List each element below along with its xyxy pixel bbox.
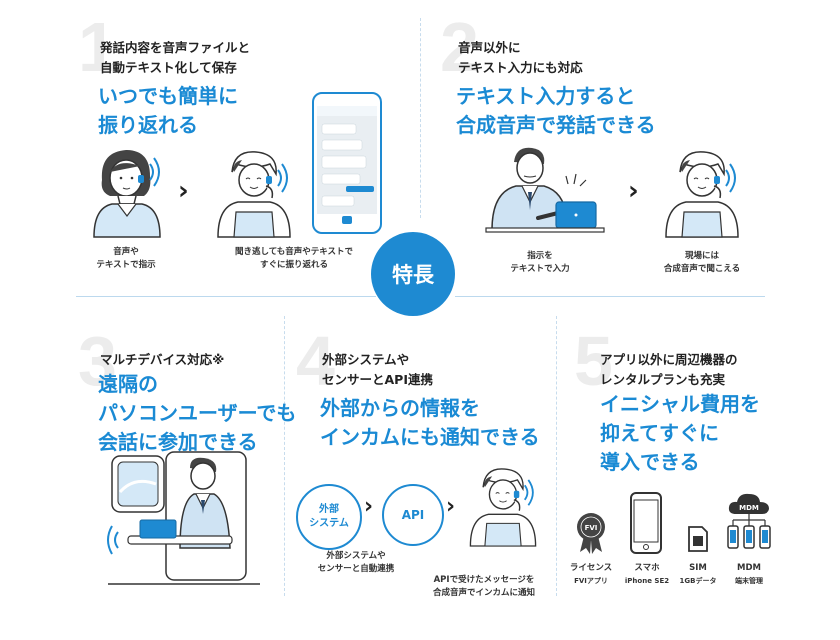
item-label: ライセンス FVIアプリ [569,563,613,585]
chevron-right-icon: › [364,494,374,519]
section-headline: テキスト入力すると 合成音声で発話できる [456,84,656,137]
section-number: 3 [78,322,117,400]
section-subtitle: マルチデバイス対応※ [100,352,225,367]
license-badge-icon: FVI [577,513,605,554]
caption: 聞き逃しても音声やテキストで すぐに振り返れる [234,247,354,270]
item-label: MDM 端末管理 [735,563,763,585]
smartphone-chat-screen [312,92,382,234]
section-subtitle: 発話内容を音声ファイルと 自動テキスト化して保存 [100,40,251,75]
chevron-right-icon: › [628,176,639,206]
badge-label: FVI [585,524,598,532]
caption: 現場には 合成音声で聞こえる [663,251,741,274]
worker-listening-illustration [665,151,739,238]
section-headline: 外部からの情報を インカムにも通知できる [320,396,540,449]
section-subtitle: アプリ以外に周辺機器の レンタルプランも充実 [600,352,738,387]
section-number: 2 [440,8,479,86]
item-label: SIM 1GBデータ [679,563,717,585]
divider-top [420,18,422,218]
caption: APIで受けたメッセージを 合成音声でインカムに通知 [432,575,535,598]
section-number: 4 [296,322,335,400]
caption: 外部システムや センサーと自動連携 [317,551,395,574]
worker-listening-illustration [469,468,537,547]
section-subtitle: 外部システムや センサーとAPI連携 [322,352,433,387]
smartphone-icon [630,492,662,554]
section-headline: 遠隔の パソコンユーザーでも 会話に参加できる [98,372,297,454]
section-number: 1 [78,8,117,86]
divider-bottom-right [556,316,558,596]
woman-headset-illustration [93,150,161,238]
feature-center-badge: 特長 [371,232,455,316]
mdm-label: MDM [739,504,759,512]
item-label: スマホ iPhone SE2 [624,563,670,585]
man-typing-laptop-illustration [485,147,605,233]
divider-right [455,296,765,297]
chevron-right-icon: › [178,176,189,206]
api-bubble: API [382,484,444,546]
remote-pc-user-illustration [107,451,260,585]
caption: 音声や テキストで指示 [96,247,156,270]
section-number: 5 [574,322,613,400]
section-headline: いつでも簡単に 振り返れる [98,84,238,137]
divider-bottom-left [284,316,286,596]
section-subtitle: 音声以外に テキスト入力にも対応 [458,40,583,75]
center-label: 特長 [392,263,434,287]
mdm-cloud-icon: MDM [727,493,771,549]
divider-left [76,296,376,297]
chevron-right-icon: › [446,494,456,519]
sim-card-icon [688,526,708,552]
external-system-bubble: 外部 システム [296,484,362,550]
worker-listening-illustration [217,151,291,238]
section-headline: イニシャル費用を 抑えてすぐに 導入できる [600,392,760,474]
caption: 指示を テキストで入力 [510,251,570,274]
